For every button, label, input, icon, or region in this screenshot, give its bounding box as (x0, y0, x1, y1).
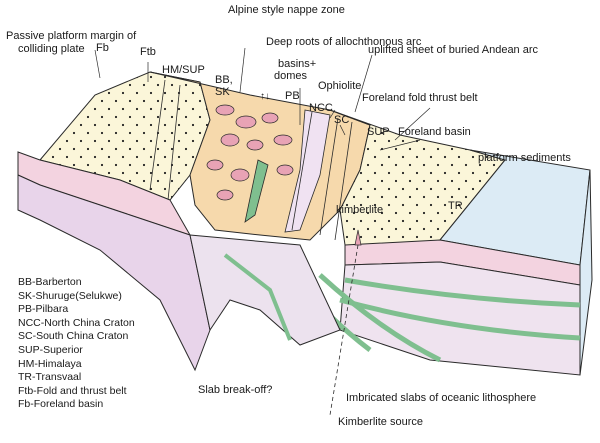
hm-sup-label: HM/SUP (162, 64, 205, 76)
ophiolite-strip (284, 109, 331, 233)
tr-label: TR (448, 200, 463, 212)
ftb-label: Ftb (140, 46, 156, 58)
platform-sediments-label: platform sediments (478, 152, 571, 164)
passive-margin-label: Passive platform margin of (6, 30, 137, 42)
legend-item: SK-Shuruge(Selukwe) (18, 289, 122, 302)
legend-item: BB-Barberton (18, 276, 82, 288)
foreland-fold-label: Foreland fold thrust belt (362, 92, 478, 104)
basins-domes-label: basins+ (278, 58, 317, 70)
green-lens (244, 159, 269, 223)
slab-breakoff-label: Slab break-off? (198, 384, 273, 396)
uplifted-sheet-label: uplifted sheet of buried Andean arc (368, 44, 539, 56)
legend-item: SUP-Superior (18, 343, 83, 356)
kimberlite-source-label: Kimberlite source (338, 416, 423, 428)
ophiolite-label: Ophiolite (318, 80, 362, 92)
legend-item: HM-Himalaya (18, 357, 82, 370)
legend-item: SC-South China Craton (18, 330, 129, 343)
basins-domes-label-line2: domes (274, 70, 308, 82)
deep-roots-label: Deep roots of allochthonous arc (266, 36, 422, 48)
ncc-label: NCC (309, 102, 333, 114)
sc-label: SC (334, 114, 350, 126)
fb-label: Fb (96, 42, 109, 54)
mantle-purple-left (17, 174, 211, 372)
sup-label: SUP (367, 126, 390, 138)
legend-item: PB-Pilbara (18, 303, 69, 316)
bb-sk-label: BB, (215, 74, 233, 86)
subducted-slab (189, 234, 341, 346)
legend-item: NCC-North China Craton (18, 316, 135, 329)
basins-domes (206, 104, 294, 201)
passive-margin-label-line2: colliding plate (18, 43, 85, 55)
abbreviation-legend: BB-Barberton SK-Shuruge(Selukwe) PB-Pilb… (18, 276, 135, 412)
legend-item: Ftb-Fold and thrust belt (18, 384, 127, 397)
foreland-basin-label: Foreland basin (398, 126, 471, 138)
kimberlite-label: kimberlite (336, 204, 384, 216)
legend-item: Fb-Foreland basin (18, 398, 104, 411)
pb-label: PB (285, 90, 300, 102)
thrust-faults (149, 79, 353, 241)
fault-arrows-label: ↑↓ (260, 91, 270, 102)
kimberlite-source-line (329, 244, 359, 416)
imbricated-slabs-label: Imbricated slabs of oceanic lithosphere (346, 392, 537, 404)
legend-item: TR-Transvaal (18, 371, 82, 384)
block-right-face (579, 169, 593, 376)
alpine-nappe-label: Alpine style nappe zone (228, 4, 345, 16)
bb-sk-label-line2: SK (215, 86, 230, 98)
leader-lines (94, 47, 431, 151)
